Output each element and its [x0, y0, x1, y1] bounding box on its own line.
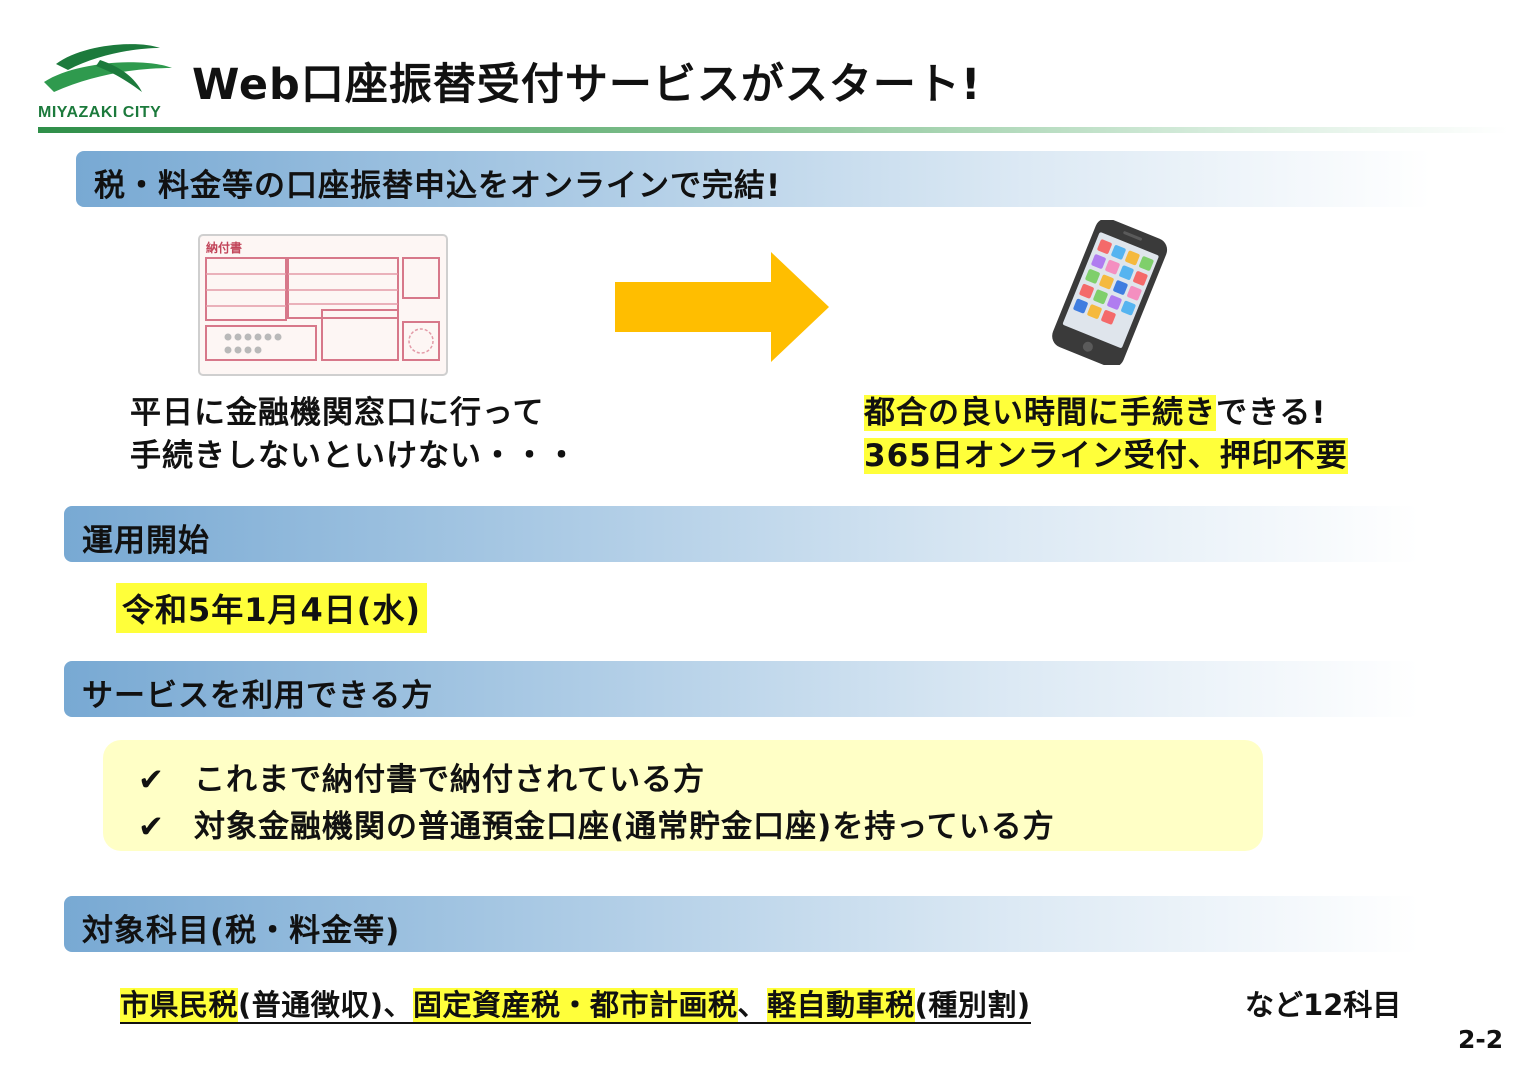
subjects-count: など12科目	[1245, 988, 1402, 1022]
subjects-list: 市県民税(普通徴収)、固定資産税・都市計画税、軽自動車税(種別割)	[120, 982, 1031, 1024]
before-caption-line1: 平日に金融機関窓口に行って	[130, 395, 545, 431]
page-title: Web口座振替受付サービスがスタート!	[192, 60, 982, 110]
eligible-item-text: 対象金融機関の普通預金口座(通常貯金口座)を持っている方	[194, 809, 1055, 845]
section-heading-eligible-text: サービスを利用できる方	[82, 678, 434, 714]
start-date: 令和5年1月4日(水)	[116, 583, 428, 633]
after-caption-line2: 365日オンライン受付、押印不要	[864, 438, 1348, 474]
subject-resident-tax: 市県民税	[120, 988, 239, 1022]
subject-property-tax: 固定資産税・都市計画税	[413, 988, 738, 1022]
section-heading-subjects-text: 対象科目(税・料金等)	[82, 913, 401, 949]
section-heading-start-text: 運用開始	[82, 523, 210, 559]
payment-slip-illustration: 納付書	[198, 234, 448, 376]
eligible-box	[103, 740, 1263, 851]
section-heading-start: 運用開始	[64, 506, 1419, 562]
eligible-item: ✔ 対象金融機関の普通預金口座(通常貯金口座)を持っている方	[138, 801, 1055, 846]
logo-text: MIYAZAKI CITY	[38, 104, 162, 121]
eligible-item-text: これまで納付書で納付されている方	[194, 762, 706, 798]
subject-separator: 、	[737, 988, 768, 1022]
smartphone-illustration	[1052, 220, 1168, 365]
title-divider	[38, 127, 1508, 133]
check-icon: ✔	[138, 762, 165, 798]
before-caption-line2: 手続きしないといけない・・・	[130, 438, 578, 474]
section-heading-online: 税・料金等の口座振替申込をオンラインで完結!	[76, 151, 1431, 207]
miyazaki-city-logo	[44, 44, 172, 92]
subject-note: (種別割)	[914, 988, 1031, 1022]
section-heading-eligible: サービスを利用できる方	[64, 661, 1419, 717]
check-icon: ✔	[138, 809, 165, 845]
right-arrow-icon	[615, 252, 829, 362]
page-number: 2-2	[1458, 1025, 1504, 1054]
eligible-item: ✔ これまで納付書で納付されている方	[138, 754, 705, 799]
section-heading-online-text: 税・料金等の口座振替申込をオンラインで完結!	[94, 168, 782, 204]
after-caption: 都合の良い時間に手続きできる! 365日オンライン受付、押印不要	[864, 392, 1348, 478]
before-caption: 平日に金融機関窓口に行って 手続きしないといけない・・・	[130, 392, 578, 478]
subject-light-vehicle-tax: 軽自動車税	[767, 988, 915, 1022]
payment-slip-label: 納付書	[206, 240, 242, 255]
after-caption-rest: できる!	[1216, 395, 1327, 431]
section-heading-subjects: 対象科目(税・料金等)	[64, 896, 1419, 952]
subject-note: (普通徴収)、	[238, 988, 414, 1022]
after-caption-highlight: 都合の良い時間に手続き	[864, 395, 1216, 431]
